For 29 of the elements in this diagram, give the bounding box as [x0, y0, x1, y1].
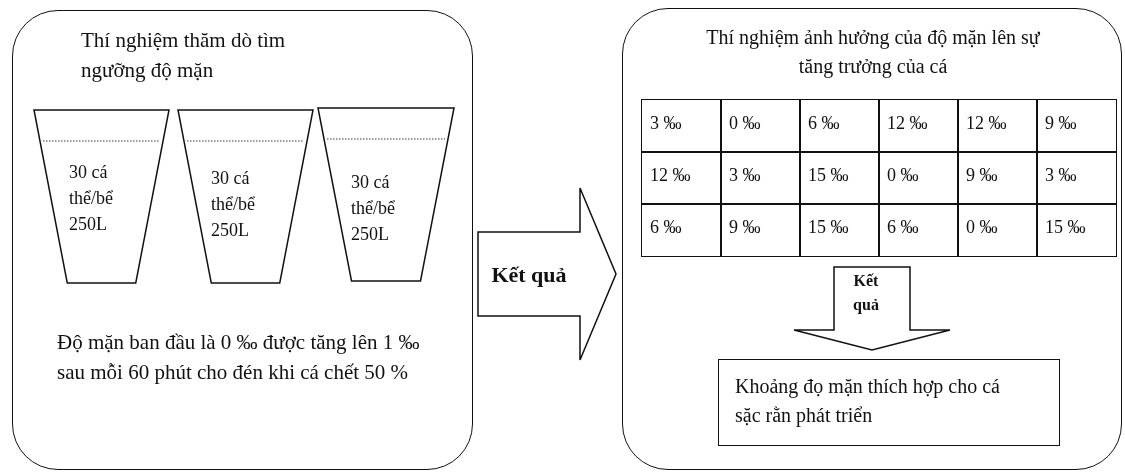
table-cell: 12 ‰: [641, 151, 722, 205]
tank-label: 30 cá thể/bể 250L: [351, 171, 396, 247]
table-cell: 0 ‰: [878, 151, 959, 205]
table-cell: 15 ‰: [799, 203, 880, 257]
table-cell: 3 ‰: [641, 99, 722, 153]
table-cell: 0 ‰: [957, 203, 1038, 257]
rounded-panel: [622, 8, 1122, 470]
box-text: Khoảng đọ mặn thích hợp cho cá sặc rằn phát triển: [735, 374, 1001, 429]
table-cell: 12 ‰: [878, 99, 959, 153]
table-cell: 6 ‰: [641, 203, 722, 257]
table-cell: 15 ‰: [1036, 203, 1117, 257]
panel-heading: Thí nghiệm thăm dò tìm ngưỡng độ mặn: [81, 27, 287, 85]
rounded-panel: [12, 10, 473, 470]
table-cell: 9 ‰: [720, 203, 801, 257]
panel-heading: Thí nghiệm ảnh hưởng của độ mặn lên sự tăng trưởng của cá: [705, 25, 1041, 80]
table-cell: 9 ‰: [1036, 99, 1117, 153]
table-cell: 12 ‰: [957, 99, 1038, 153]
panel-body-text: Độ mặn ban đầu là 0 ‰ được tăng lên 1 ‰ sau mỗi 60 phút cho đén khi cá chết 50 %: [57, 329, 421, 387]
table-cell: 3 ‰: [720, 151, 801, 205]
table-cell: 6 ‰: [878, 203, 959, 257]
data-table: [641, 99, 1115, 255]
result-box: [718, 359, 1060, 446]
table-cell: 3 ‰: [1036, 151, 1117, 205]
tank-label: 30 cá thể/bể 250L: [211, 167, 256, 243]
table-cell: 6 ‰: [799, 99, 880, 153]
tank-label: 30 cá thể/bể 250L: [69, 161, 114, 237]
table-cell: 9 ‰: [957, 151, 1038, 205]
table-cell: 0 ‰: [720, 99, 801, 153]
table-cell: 15 ‰: [799, 151, 880, 205]
